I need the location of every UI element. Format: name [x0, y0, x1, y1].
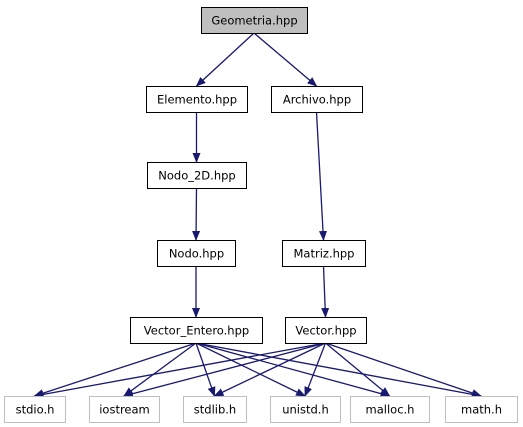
edge-line [321, 265, 330, 318]
node-stdio: stdio.h [4, 396, 66, 423]
node-matriz[interactable]: Matriz.hpp [282, 240, 366, 267]
node-label: math.h [461, 403, 502, 417]
edge-vector_entero-to-unistd [195, 342, 306, 397]
edge-vector-to-stdio [33, 342, 326, 399]
edge-line [123, 342, 326, 398]
edge-line [123, 342, 197, 397]
node-box [201, 7, 308, 34]
edge-vector-to-iostream [123, 342, 326, 398]
node-geometria[interactable]: Geometria.hpp [201, 7, 308, 34]
node-vector-entero[interactable]: Vector_Entero.hpp [130, 317, 263, 344]
node-label: Geometria.hpp [211, 14, 297, 28]
node-box [183, 396, 247, 423]
edge-vector_entero-to-stdio [33, 342, 197, 397]
node-label: stdio.h [16, 403, 55, 417]
edge-geometria-to-elemento [195, 32, 255, 87]
edge-line [195, 32, 255, 87]
edge-vector-to-math [325, 342, 482, 397]
edge-line [195, 342, 216, 397]
node-malloc: malloc.h [350, 396, 430, 423]
node-box [271, 86, 363, 113]
node-box [285, 317, 367, 344]
node-box [4, 396, 66, 423]
node-box [157, 240, 236, 267]
node-label: iostream [99, 403, 150, 417]
node-label: Matriz.hpp [294, 247, 355, 261]
node-unistd: unistd.h [270, 396, 341, 423]
node-label: malloc.h [366, 403, 415, 417]
edge-line [192, 187, 201, 241]
edge-geometria-to-archivo [253, 32, 318, 87]
node-archivo[interactable]: Archivo.hpp [271, 86, 363, 113]
node-nodo2d[interactable]: Nodo_2D.hpp [147, 162, 247, 189]
edge-vector_entero-to-iostream [123, 342, 197, 397]
node-box [350, 396, 430, 423]
node-math: math.h [445, 396, 518, 423]
node-vector[interactable]: Vector.hpp [285, 317, 367, 344]
edge-line [315, 111, 328, 241]
node-box [282, 240, 366, 267]
edge-vector-to-malloc [325, 342, 391, 397]
edge-line [195, 342, 482, 399]
node-label: unistd.h [282, 403, 329, 417]
edge-nodo2d-to-nodo [192, 187, 201, 241]
node-label: stdlib.h [194, 403, 236, 417]
node-nodo[interactable]: Nodo.hpp [157, 240, 236, 267]
edge-line [253, 32, 318, 87]
edge-line [33, 342, 197, 397]
edge-archivo-to-matriz [315, 111, 328, 241]
edge-line [33, 342, 326, 399]
edge-line [304, 342, 327, 397]
edge-line [195, 342, 391, 398]
edge-matriz-to-vector [321, 265, 330, 318]
edge-vector_entero-to-malloc [195, 342, 391, 398]
node-box [270, 396, 341, 423]
edges-layer [33, 32, 482, 399]
node-box [147, 162, 247, 189]
node-label: Elemento.hpp [157, 93, 237, 107]
node-label: Nodo.hpp [169, 247, 224, 261]
edge-vector_entero-to-stdlib [195, 342, 216, 397]
edge-vector-to-unistd [304, 342, 327, 397]
edge-vector_entero-to-math [195, 342, 482, 399]
node-box [89, 396, 160, 423]
node-box [445, 396, 518, 423]
node-box [130, 317, 263, 344]
node-stdlib: stdlib.h [183, 396, 247, 423]
edge-line [195, 342, 306, 397]
edge-line [325, 342, 482, 397]
node-box [146, 86, 248, 113]
edge-line [213, 342, 326, 397]
node-elemento[interactable]: Elemento.hpp [146, 86, 248, 113]
node-label: Vector.hpp [295, 324, 356, 338]
node-label: Vector_Entero.hpp [144, 324, 249, 338]
node-label: Archivo.hpp [283, 93, 351, 107]
node-iostream: iostream [89, 396, 160, 423]
edge-line [325, 342, 391, 397]
edge-vector-to-stdlib [213, 342, 326, 397]
node-label: Nodo_2D.hpp [158, 169, 235, 183]
